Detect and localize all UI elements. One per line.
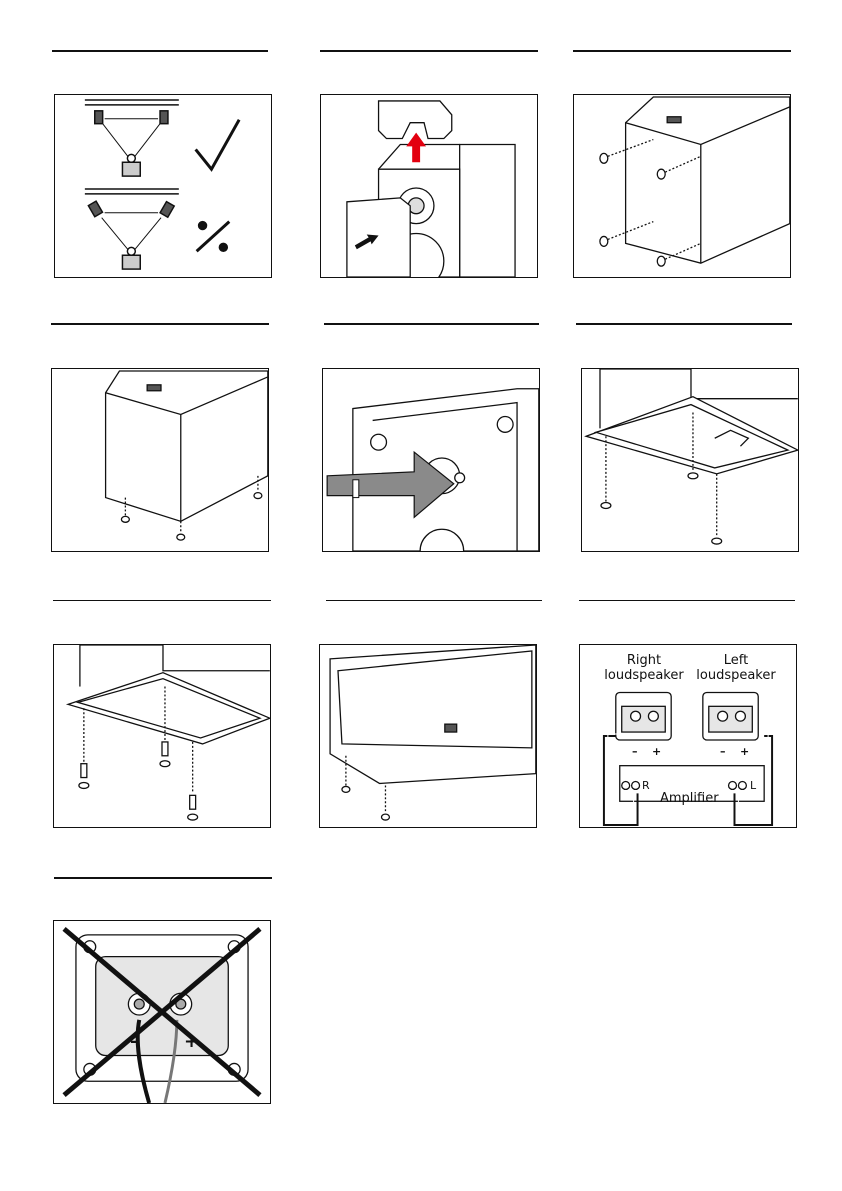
amplifier-label: Amplifier: [660, 791, 719, 806]
bottom-feet-panel: [51, 368, 269, 552]
grille-removal-illustration: [321, 95, 537, 277]
stand-feet-illustration: [582, 369, 798, 551]
section-rule-10: [54, 877, 272, 879]
section-rule-5: [324, 323, 539, 325]
horizontal-feet-panel: [319, 644, 537, 828]
left-speaker-label: Left loudspeaker: [696, 653, 776, 683]
wrong-wiring-plus: +: [184, 1031, 199, 1052]
stand-spikes-panel: [53, 644, 271, 828]
section-rule-9: [579, 600, 795, 601]
stand-feet-panel: [581, 368, 799, 552]
grille-removal-panel: [320, 94, 538, 278]
placement-panel: [54, 94, 272, 278]
horizontal-feet-illustration: [320, 645, 536, 827]
section-rule-7: [53, 600, 271, 601]
wiring-panel: Right loudspeaker Left loudspeaker – + –…: [579, 644, 797, 828]
keyhole-mount-illustration: [323, 369, 539, 551]
section-rule-2: [320, 50, 538, 52]
right-speaker-plus: +: [652, 745, 661, 758]
left-speaker-label-line2: loudspeaker: [696, 668, 776, 683]
side-feet-panel: [573, 94, 791, 278]
right-speaker-label-line1: Right: [604, 653, 684, 668]
bottom-feet-illustration: [52, 369, 268, 551]
section-rule-8: [326, 600, 542, 601]
side-feet-illustration: [574, 95, 790, 277]
section-rule-4: [51, 323, 269, 325]
left-speaker-plus: +: [740, 745, 749, 758]
left-speaker-minus: –: [720, 745, 726, 758]
right-speaker-label: Right loudspeaker: [604, 653, 684, 683]
section-rule-6: [576, 323, 792, 325]
section-rule-3: [573, 50, 791, 52]
left-speaker-label-line1: Left: [696, 653, 776, 668]
amp-channel-r: R: [642, 779, 650, 792]
amp-channel-l: L: [750, 779, 756, 792]
wrong-wiring-illustration: [54, 921, 270, 1103]
placement-illustration: [55, 95, 271, 277]
stand-spikes-illustration: [54, 645, 270, 827]
section-rule-1: [52, 50, 268, 52]
wrong-wiring-panel: – +: [53, 920, 271, 1104]
right-speaker-label-line2: loudspeaker: [604, 668, 684, 683]
right-speaker-minus: –: [632, 745, 638, 758]
keyhole-mount-panel: [322, 368, 540, 552]
wrong-wiring-minus: –: [130, 1031, 139, 1052]
